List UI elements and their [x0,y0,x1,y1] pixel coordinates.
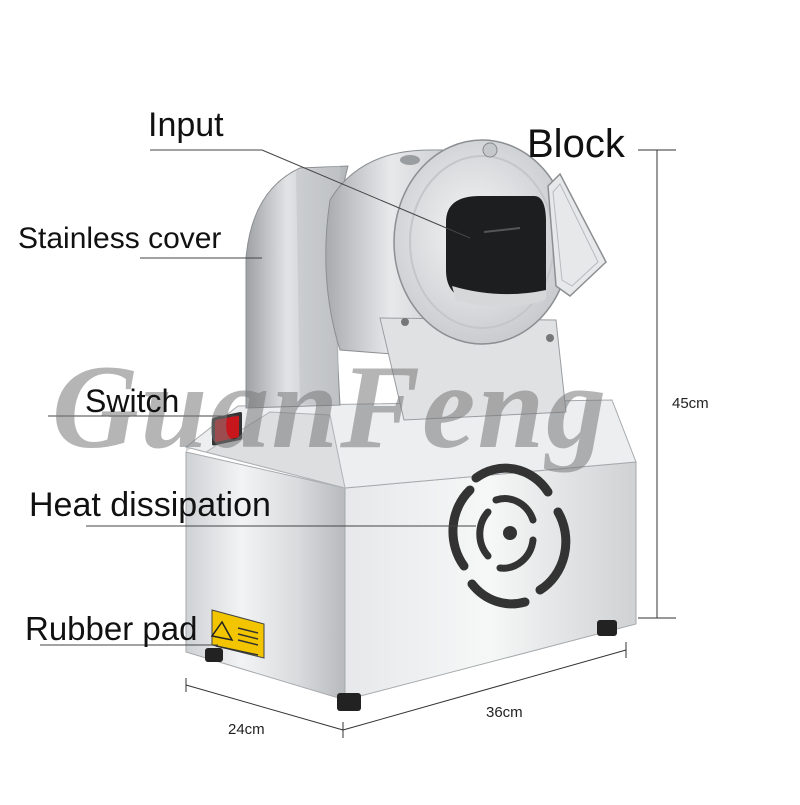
bracket-screw [401,318,409,326]
drum-bolt [400,155,420,165]
dimension-lines [185,149,676,738]
heat-vent [448,463,571,609]
rubber-pad [597,620,617,636]
dimension-height: 45cm [672,395,709,412]
block-door[interactable] [547,172,607,297]
label-block: Block [527,122,625,166]
dimension-width: 36cm [486,704,523,721]
power-switch[interactable] [212,411,242,446]
block-door-edge [552,183,599,287]
leader-lines [40,149,476,646]
label-switch: Switch [85,383,180,419]
rubber-pad [337,693,361,711]
warning-sticker [210,609,265,659]
hinge-knob [482,142,498,158]
base-front-panel [344,461,637,701]
bracket-screw [546,334,554,342]
label-input: Input [148,106,224,144]
label-heat-dissipation: Heat dissipation [29,486,271,524]
input-opening [446,196,546,304]
label-stainless-cover: Stainless cover [18,222,222,255]
dimension-depth: 24cm [228,721,265,738]
blade-glint [483,227,521,233]
rubber-pad [205,648,223,662]
input-lip [452,286,546,307]
label-rubber-pad: Rubber pad [25,610,198,647]
